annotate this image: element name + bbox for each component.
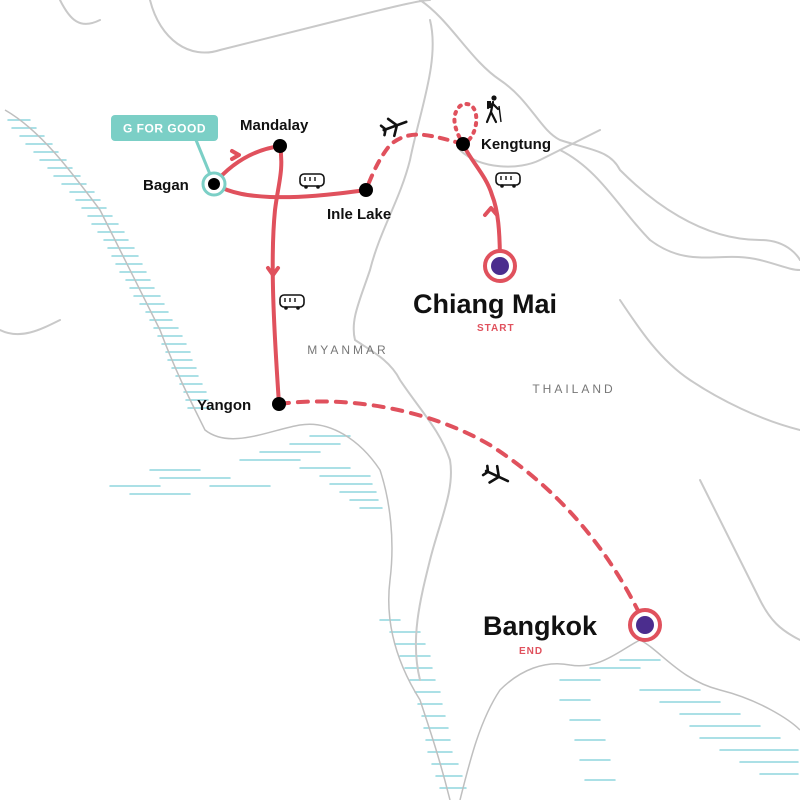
- route-leg-inle-bagan: [212, 182, 368, 200]
- stop-marker-inle-lake[interactable]: [359, 183, 373, 197]
- g-for-good-badge: G FOR GOOD: [111, 115, 218, 185]
- direction-chevron-icon: [230, 149, 241, 161]
- city-label-mandalay: Mandalay: [240, 117, 309, 134]
- country-borders: [0, 0, 800, 681]
- route-leg-kengtung-hike: [452, 102, 479, 146]
- bus-icon: [495, 172, 521, 188]
- plane-icon: [481, 464, 510, 484]
- coastlines: [4, 109, 800, 800]
- stops: [201, 137, 662, 642]
- route-leg-mandalay-yangon: [270, 144, 284, 406]
- city-label-kengtung: Kengtung: [481, 136, 551, 153]
- route-leg-kengtung-inle: [364, 132, 465, 192]
- city-label-chiang-mai: Chiang Mai: [413, 289, 557, 319]
- city-label-yangon: Yangon: [197, 397, 251, 414]
- city-label-bagan: Bagan: [143, 177, 189, 194]
- route-leg-yangon-bangkok: [277, 399, 647, 627]
- stop-marker-yangon[interactable]: [272, 397, 286, 411]
- country-labels: MYANMAR THAILAND: [307, 343, 615, 396]
- direction-chevron-icon: [266, 266, 280, 277]
- stop-marker-kengtung[interactable]: [456, 137, 470, 151]
- transport-icons: [279, 95, 521, 484]
- city-labels: Mandalay Bagan Inle Lake Kengtung Yangon…: [143, 117, 598, 657]
- country-label-thailand: THAILAND: [532, 382, 615, 396]
- badge-background: [111, 115, 218, 141]
- water-hatching: [7, 119, 799, 789]
- badge-label: G FOR GOOD: [123, 122, 206, 136]
- route-leg-chiangmai-kengtung: [461, 142, 502, 268]
- bus-icon: [299, 173, 325, 189]
- stop-marker-mandalay[interactable]: [273, 139, 287, 153]
- endpoint-marker-bangkok[interactable]: [636, 616, 654, 634]
- end-tag: END: [519, 646, 543, 657]
- trip-route: [212, 102, 647, 627]
- start-tag: START: [477, 323, 515, 334]
- endpoint-marker-chiang-mai[interactable]: [491, 257, 509, 275]
- stop-marker-bagan[interactable]: [208, 178, 220, 190]
- country-label-myanmar: MYANMAR: [307, 343, 388, 357]
- plane-icon: [379, 117, 408, 138]
- city-label-bangkok: Bangkok: [483, 611, 598, 641]
- hiker-icon: [485, 95, 502, 124]
- bus-icon: [279, 294, 305, 310]
- direction-chevron-icon: [483, 206, 499, 217]
- city-label-inle-lake: Inle Lake: [327, 206, 391, 223]
